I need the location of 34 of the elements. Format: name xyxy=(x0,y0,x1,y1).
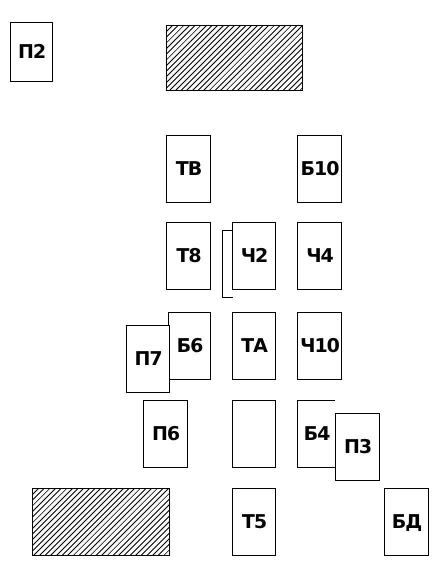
card-label: П6 xyxy=(152,423,180,445)
card-label: БД xyxy=(392,511,422,533)
card-label: Ч2 xyxy=(240,245,268,267)
card-label: Б10 xyxy=(300,158,338,180)
card-label: Ч4 xyxy=(306,245,333,267)
playing-card xyxy=(297,312,342,380)
playing-card xyxy=(232,222,276,290)
playing-card xyxy=(166,222,211,290)
card-label: Б6 xyxy=(176,335,202,357)
card-deck xyxy=(166,25,303,91)
playing-card xyxy=(297,400,335,468)
playing-card xyxy=(335,413,380,481)
card-label: Б4 xyxy=(304,423,330,445)
playing-card xyxy=(166,135,211,203)
playing-card xyxy=(143,400,188,468)
card-label: ТВ xyxy=(176,158,202,180)
playing-card xyxy=(297,135,342,203)
playing-card xyxy=(168,312,211,380)
card-deck xyxy=(32,488,170,556)
card-label: Т8 xyxy=(176,245,201,267)
playing-card xyxy=(384,488,429,556)
playing-card xyxy=(297,222,342,290)
card-label: Т5 xyxy=(242,511,266,533)
card-label: П3 xyxy=(344,436,372,458)
playing-card xyxy=(222,230,233,298)
playing-card xyxy=(126,325,170,393)
card-label: ТА xyxy=(241,335,267,357)
card-label: П7 xyxy=(134,348,162,370)
playing-card xyxy=(232,488,276,556)
card-label: П2 xyxy=(18,41,46,63)
playing-card xyxy=(232,312,276,380)
playing-card xyxy=(10,22,53,82)
playing-card xyxy=(232,400,276,468)
card-label: Ч10 xyxy=(300,335,339,357)
